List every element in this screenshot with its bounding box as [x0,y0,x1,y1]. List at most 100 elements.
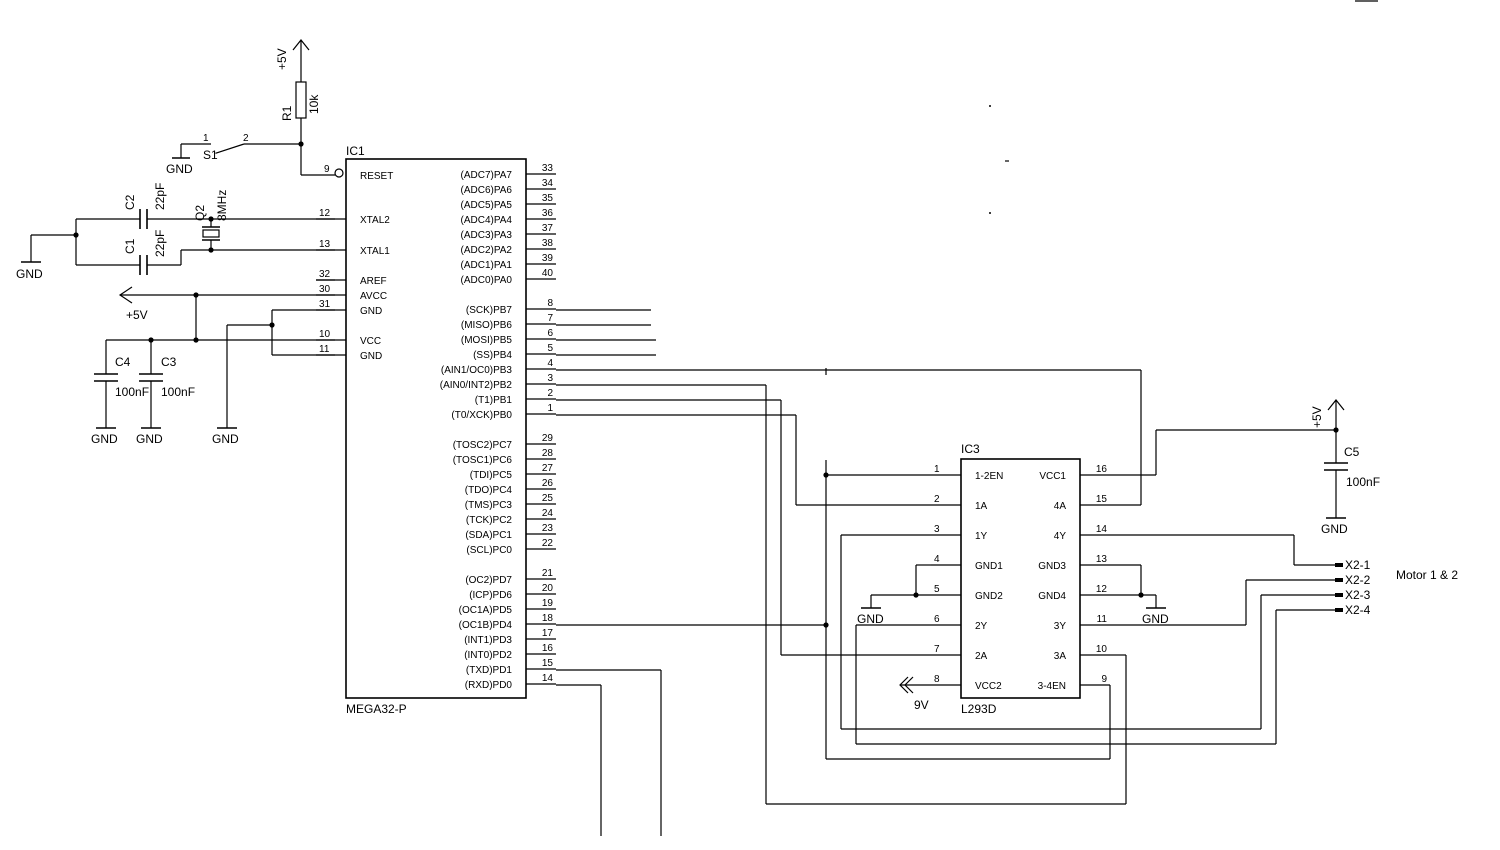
motor-connector-label: Motor 1 & 2 [1396,568,1458,582]
ic1-pin-14-number: 14 [542,673,554,684]
switch-s1-lever [215,143,245,154]
c2-ref: C2 [123,194,137,210]
ic1-pin-27-name: (TDI)PC5 [470,470,513,481]
ic1-pin-28-name: (TOSC1)PC6 [453,455,513,466]
ic1-body [345,158,527,699]
ic1-pin-34-name: (ADC6)PA6 [461,185,513,196]
ic1-pin-22-name: (SCL)PC0 [466,545,512,556]
oscillator-circuit: GND C2 22pF C1 22pF Q2 8MHz [16,183,335,281]
ic1-pin-6-number: 6 [547,328,553,339]
ic1-pin-1-name: (T0/XCK)PB0 [451,410,512,421]
c1-value: 22pF [153,230,167,257]
ic1-pin-23-name: (SDA)PC1 [465,530,512,541]
ic1-pin-26-name: (TDO)PC4 [465,485,513,496]
ic3-pin-11-number: 11 [1097,614,1108,625]
crystal-q2 [202,229,220,238]
ic1-pin-4-name: (AIN1/OC0)PB3 [441,365,513,376]
ic3-gnd-left-label: GND [857,612,884,626]
ic1-pin-11-number: 11 [319,344,330,355]
ic1-pin-2-name: (T1)PB1 [475,395,513,406]
ic1-pin-9-name: RESET [360,171,393,182]
ic1-pin-1-number: 1 [547,403,553,414]
ic1-pin-26-number: 26 [542,478,554,489]
ic1-pin-36-number: 36 [542,208,554,219]
ic3-pin-10-number: 10 [1096,644,1108,655]
reset-inverter-bubble [334,168,344,178]
c5-vcc-label: +5V [1310,406,1324,428]
ic1-pin-39-name: (ADC1)PA1 [461,260,513,271]
ic1-pin-8-name: (SCK)PB7 [466,305,513,316]
ic3-pin-6-name: 2Y [975,621,988,632]
ic1-pin-4-number: 4 [547,358,553,369]
ic1-pin-18-name: (OC1B)PD4 [459,620,513,631]
ic1-pin-24-name: (TCK)PC2 [466,515,513,526]
c4-gnd-label: GND [91,432,118,446]
ic1-pin-29-number: 29 [542,433,554,444]
ic1-pin-9-number: 9 [324,164,330,175]
ic1-pin-2-number: 2 [547,388,553,399]
ic3-pin-15-name: 4A [1054,501,1067,512]
ic1-pin-38-name: (ADC2)PA2 [461,245,513,256]
q2-ref: Q2 [193,205,207,221]
c4-value: 100nF [115,385,149,399]
osc-gnd-label: GND [16,267,43,281]
ic3-pin-12-name: GND4 [1038,591,1066,602]
ic1-pin-12-number: 12 [319,208,331,219]
ic1-pin-25-name: (TMS)PC3 [465,500,513,511]
ic1-pin-32-name: AREF [360,276,387,287]
ic1-pin-14-name: (RXD)PD0 [465,680,513,691]
avcc-vcc-label: +5V [126,308,148,322]
ic3-pin-13-number: 13 [1096,554,1108,565]
ic3-pin-2-name: 1A [975,501,988,512]
s1-gnd-label: GND [166,162,193,176]
ic1-pin-3-number: 3 [547,373,553,384]
ic1-pin-5-name: (SS)PB4 [473,350,512,361]
ic1-pin-33-number: 33 [542,163,554,174]
r1-vcc-label: +5V [275,48,289,70]
ic1-pin-17-number: 17 [542,628,554,639]
ic1-pin-23-number: 23 [542,523,554,534]
ic1-pin-27-number: 27 [542,463,554,474]
ic1-pin-24-number: 24 [542,508,554,519]
x2-2-label: X2-2 [1345,573,1371,587]
ic3-pin-10-name: 3A [1054,651,1067,662]
ic1-pin-7-number: 7 [547,313,553,324]
ic1-pin-13-name: XTAL1 [360,246,390,257]
ic1-pin-38-number: 38 [542,238,554,249]
ic1-pin-33-name: (ADC7)PA7 [461,170,513,181]
ic3-pin-13-name: GND3 [1038,561,1066,572]
ic3-pin-6-number: 6 [934,614,940,625]
ic3-pin-4-number: 4 [934,554,940,565]
ic1-pin-29-name: (TOSC2)PC7 [453,440,513,451]
ic1-pin-15-number: 15 [542,658,554,669]
ic1-pin-22-number: 22 [542,538,554,549]
ic1-pin-37-name: (ADC3)PA3 [461,230,513,241]
x2-1-pad [1335,563,1343,567]
c5-gnd-label: GND [1321,522,1348,536]
x2-3-pad [1335,593,1343,597]
ic3-gnd-right-label: GND [1142,612,1169,626]
ic3-pin-7-number: 7 [934,644,940,655]
ic3-pin-8-number: 8 [934,674,940,685]
ic1-pin-16-name: (INT0)PD2 [464,650,512,661]
ic3-body [960,458,1081,699]
x2-4-pad [1335,608,1343,612]
ic1-pin-28-number: 28 [542,448,554,459]
ic1-pin-15-name: (TXD)PD1 [466,665,513,676]
ic1-pin-39-number: 39 [542,253,554,264]
ic3-pin-7-name: 2A [975,651,988,662]
ic3-ref: IC3 [961,442,980,456]
ic3-pin-8-name: VCC2 [975,681,1002,692]
r1-ref: R1 [280,105,294,121]
c4-ref: C4 [115,355,131,369]
ic3-pin-9-name: 3-4EN [1038,681,1066,692]
ic3-pin-5-name: GND2 [975,591,1003,602]
ic1-pin-7-name: (MISO)PB6 [461,320,513,331]
ic1-mega32: IC1 MEGA32-P 12XTAL213XTAL132AREF30AVCC3… [316,144,556,716]
ic1-pin-10-name: VCC [360,336,381,347]
ic1-pin-16-number: 16 [542,643,554,654]
ic1-pin-8-number: 8 [547,298,553,309]
